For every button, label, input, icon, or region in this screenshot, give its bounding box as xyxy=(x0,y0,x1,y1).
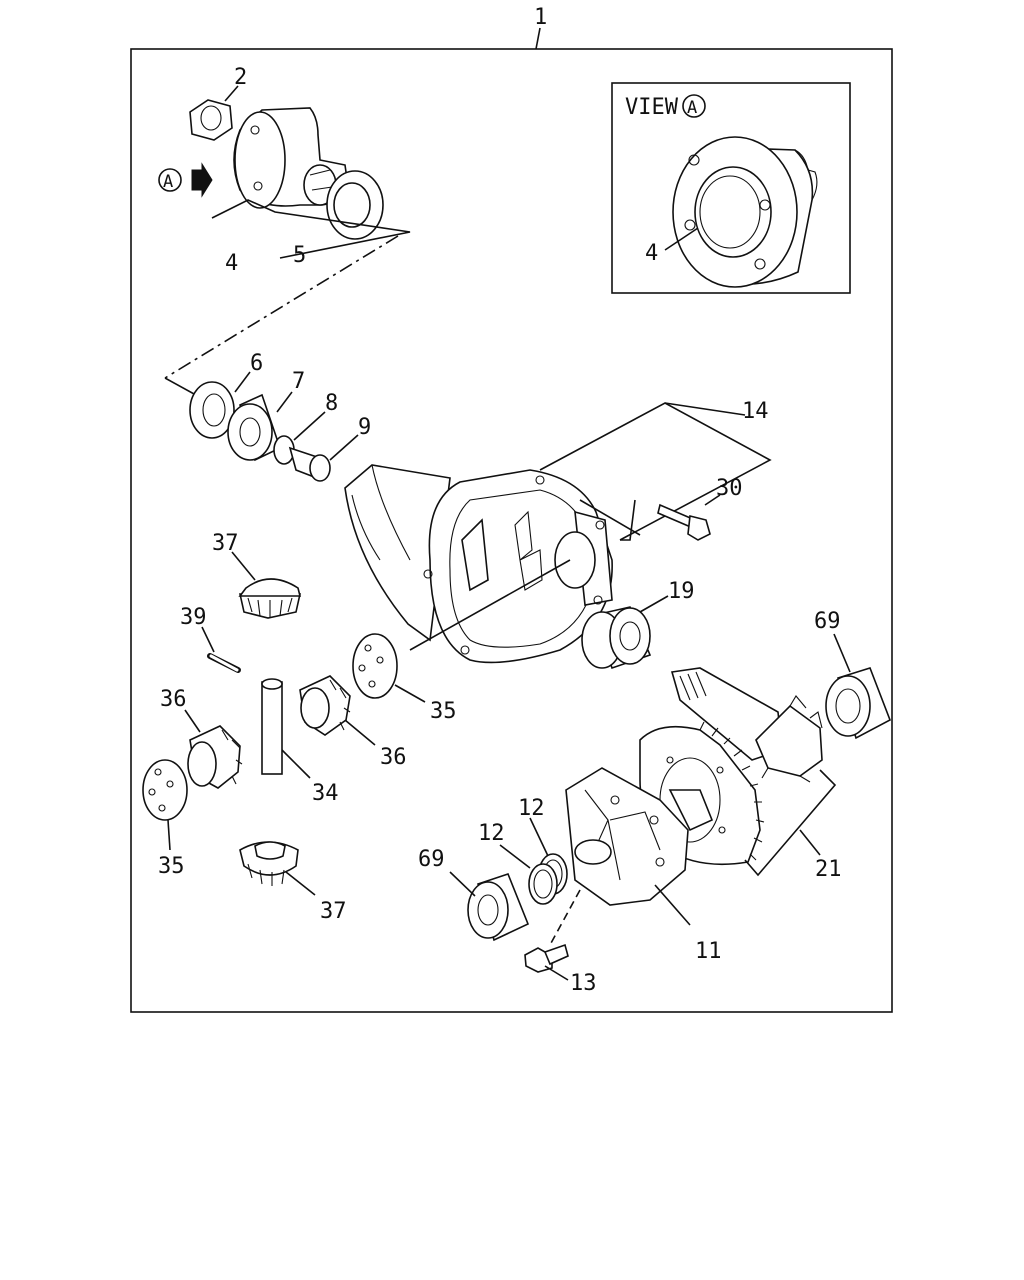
part-12-shim-inner xyxy=(528,863,558,905)
label-34: 34 xyxy=(312,781,339,806)
view-a-inset: VIEW A 4 xyxy=(611,82,851,294)
label-14: 14 xyxy=(742,399,769,424)
part-39-pin-core xyxy=(209,654,239,672)
part-30-bolt xyxy=(657,503,711,541)
label-5: 5 xyxy=(293,243,306,268)
part-36-side-gear-left xyxy=(187,725,243,789)
label-21: 21 xyxy=(815,857,842,882)
axis-line-differential xyxy=(409,559,571,651)
part-4-flange xyxy=(233,107,351,209)
part-6-bearing-cup xyxy=(189,381,235,439)
label-35a: 35 xyxy=(430,699,457,724)
part-9-collapsible-spacer xyxy=(288,446,331,482)
part-34-pinion-shaft xyxy=(261,678,283,775)
part-5-oil-seal xyxy=(326,170,384,240)
part-35-thrust-washer-left xyxy=(142,759,188,821)
label-35b: 35 xyxy=(158,854,185,879)
part-14-carrier-housing xyxy=(344,464,613,664)
part-35-thrust-washer-right xyxy=(352,633,398,699)
label-4: 4 xyxy=(225,251,238,276)
part-69-bearing-right xyxy=(825,667,892,740)
label-37b: 37 xyxy=(320,899,347,924)
label-36b: 36 xyxy=(380,745,407,770)
label-9: 9 xyxy=(358,415,371,440)
view-title: VIEW xyxy=(625,95,679,120)
label-13: 13 xyxy=(570,971,597,996)
label-view-4: 4 xyxy=(645,241,658,266)
label-69b: 69 xyxy=(814,609,841,634)
part-7-bearing xyxy=(227,393,281,462)
part-37-pinion-gear-lower xyxy=(239,841,299,886)
label-2: 2 xyxy=(234,65,247,90)
view-marker-circle xyxy=(682,94,706,118)
label-30: 30 xyxy=(716,476,743,501)
label-11: 11 xyxy=(695,939,722,964)
assembly-frame xyxy=(130,48,893,1013)
part-2-nut xyxy=(189,99,233,141)
label-36a: 36 xyxy=(160,687,187,712)
label-7: 7 xyxy=(292,369,305,394)
arrow-marker-circle xyxy=(158,168,182,192)
part-19-bearing xyxy=(581,606,652,670)
label-12a: 12 xyxy=(478,821,505,846)
part-11-differential-case xyxy=(565,767,714,906)
label-6: 6 xyxy=(250,351,263,376)
label-12b: 12 xyxy=(518,796,545,821)
axis-line-pinion xyxy=(164,235,399,379)
part-69-bearing-left xyxy=(467,873,530,942)
label-1: 1 xyxy=(534,5,547,30)
view-marker: A xyxy=(687,98,697,118)
part-13-bolt xyxy=(524,943,569,973)
view-direction-arrow xyxy=(191,162,213,198)
arrow-marker: A xyxy=(163,172,173,192)
label-39: 39 xyxy=(180,605,207,630)
flange-front-view xyxy=(672,136,818,288)
label-19: 19 xyxy=(668,579,695,604)
callout-line-1 xyxy=(535,27,541,50)
part-36-side-gear-right xyxy=(299,675,351,736)
part-37-pinion-gear-upper xyxy=(238,578,302,619)
label-69a: 69 xyxy=(418,847,445,872)
label-37a: 37 xyxy=(212,531,239,556)
label-8: 8 xyxy=(325,391,338,416)
